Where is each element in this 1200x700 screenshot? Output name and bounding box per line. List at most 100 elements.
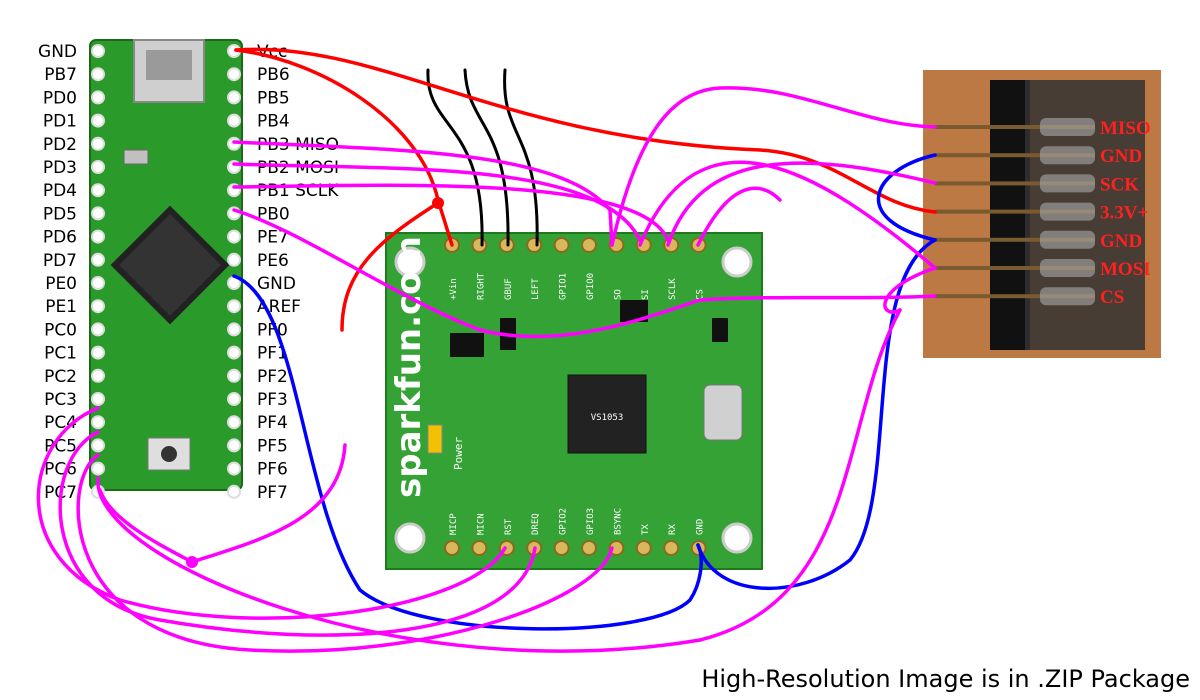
- wire-left-audio: [503, 68, 539, 247]
- teensy-left-pin-labels: GNDPB7PD0PD1PD2PD3PD4PD5PD6PD7PE0PE1PC0P…: [38, 42, 77, 503]
- sd-pin-label: 3.3V+: [1100, 203, 1148, 224]
- teensy-pin-label: PF4: [257, 413, 288, 433]
- sparkfun-brand: sparkfun.com: [389, 236, 429, 498]
- vs1053-pin-label: TX: [641, 524, 651, 535]
- teensy-pin-hole: [91, 276, 105, 290]
- wire-mosi: [232, 162, 642, 242]
- mount-hole: [394, 246, 426, 278]
- teensy-pin-hole: [227, 229, 241, 244]
- vs1053-pin-pad: [526, 237, 543, 253]
- wire-mosi-sd: [638, 160, 937, 270]
- sd-pin-label: CS: [1100, 287, 1124, 308]
- teensy-pin-label: PB4: [257, 112, 290, 132]
- mount-hole: [721, 522, 753, 554]
- vs1053-pin-label: GPIO2: [559, 508, 569, 535]
- teensy-pin-hole: [91, 461, 105, 476]
- wire-pc7-cs-sd: [96, 308, 902, 653]
- sd-pin-label: MOSI: [1100, 259, 1151, 280]
- teensy-pin-hole: [227, 113, 241, 128]
- teensy-pin-hole: [227, 461, 241, 476]
- sd-solder-joint: [1040, 202, 1095, 221]
- sd-pin: [935, 266, 1095, 270]
- sd-pin: [935, 209, 1095, 214]
- vs1053-pin-label: MICN: [476, 513, 486, 535]
- teensy-pin-label: PC2: [44, 367, 77, 387]
- teensy-pin-hole: [91, 415, 105, 430]
- vs1053-pin-label: GPIO1: [559, 273, 569, 300]
- wire-pc6-bsync: [76, 453, 614, 653]
- wire-sclk: [232, 183, 670, 242]
- mount-hole: [394, 522, 426, 554]
- teensy-pin-hole: [227, 345, 241, 360]
- vs1053-pin-pad: [553, 540, 570, 556]
- wire-sd-mosi-loop: [883, 266, 937, 314]
- teensy-pin-hole: [227, 368, 241, 383]
- sd-solder-joint: [1040, 259, 1095, 277]
- teensy-pin-hole: [91, 438, 105, 453]
- teensy-pin-hole: [91, 392, 105, 406]
- vs1053-pin-label: GND: [696, 519, 706, 535]
- vs1053-pin-label: CS: [696, 289, 706, 300]
- crystal: [703, 384, 743, 441]
- teensy-pin-hole: [227, 392, 241, 406]
- vs1053-pin-pad: [553, 237, 570, 253]
- teensy-pin-label: PC1: [44, 344, 77, 364]
- teensy-pin-hole: [91, 252, 105, 267]
- wire-pc-branch: [190, 443, 347, 564]
- sd-pin: [935, 181, 1095, 186]
- teensy-pin-label: PC0: [44, 320, 77, 340]
- teensy-pin-label: PD7: [43, 251, 77, 271]
- teensy-mcu-chip: [110, 205, 230, 325]
- wire-vcc-to-vin: [234, 48, 454, 247]
- wire-pc5-dreq: [58, 430, 537, 637]
- teensy-pin-label: PB5: [257, 88, 290, 108]
- teensy-pin-hole: [91, 345, 105, 360]
- wire-pc4-rst: [36, 406, 507, 620]
- sd-pin-label: GND: [1100, 146, 1142, 167]
- wire-cs-pin: [696, 186, 782, 247]
- teensy-pin-hole: [227, 415, 241, 430]
- wire-miso: [232, 140, 614, 247]
- teensy-pin-hole: [91, 368, 105, 383]
- teensy-pin-label: Vcc: [257, 42, 287, 62]
- teensy-pin-label: PF5: [257, 436, 288, 456]
- teensy-pin-label: PB0: [257, 204, 290, 224]
- vs1053-pin-label: LEFT: [531, 278, 541, 300]
- sd-solder-joint: [1040, 118, 1095, 136]
- teensy-pin-label: PF7: [257, 483, 288, 503]
- teensy-pin-label: PD1: [43, 112, 77, 132]
- teensy-pin-hole: [91, 322, 105, 337]
- wire-gnd-to-vsgnd: [232, 274, 703, 631]
- vs1053-pin-pad: [471, 540, 488, 556]
- vs1053-pin-label: SO: [613, 289, 623, 300]
- teensy-pin-label: PB2 MOSI: [257, 158, 339, 178]
- teensy-pin-label: GND: [257, 274, 296, 294]
- vs1053-pin-label: BSYNC: [613, 508, 623, 535]
- vs1053-pin-label: RX: [668, 524, 678, 535]
- teensy-pin-hole: [227, 322, 241, 337]
- vs1053-pin-label: RIGHT: [476, 272, 486, 300]
- teensy-pin-hole: [91, 113, 105, 128]
- teensy-pin-label: PC3: [44, 390, 77, 410]
- teensy-pin-label: PC5: [44, 436, 77, 456]
- signal-junction: [186, 556, 198, 568]
- teensy-pin-label: PF2: [257, 367, 288, 387]
- teensy-pin-hole: [227, 67, 241, 82]
- vs1053-pin-pad: [581, 540, 597, 556]
- mount-hole: [721, 246, 753, 278]
- vs1053-pin-pad: [444, 540, 460, 556]
- vs1053-pin-pad: [663, 540, 680, 556]
- teensy-pin-label: PF0: [257, 320, 288, 340]
- vs1053-pin-label: GPIO0: [586, 273, 596, 300]
- teensy-pin-label: PB7: [44, 65, 77, 85]
- sd-pin: [935, 294, 1095, 299]
- sd-solder-joint: [1040, 174, 1095, 193]
- vs1053-pin-label: GPIO3: [586, 508, 596, 535]
- vs1053-pin-label: MICP: [449, 513, 459, 535]
- wires: [36, 47, 937, 653]
- caption: High-Resolution Image is in .ZIP Package: [701, 665, 1190, 693]
- vs1053-pin-label: GBUF: [504, 278, 514, 300]
